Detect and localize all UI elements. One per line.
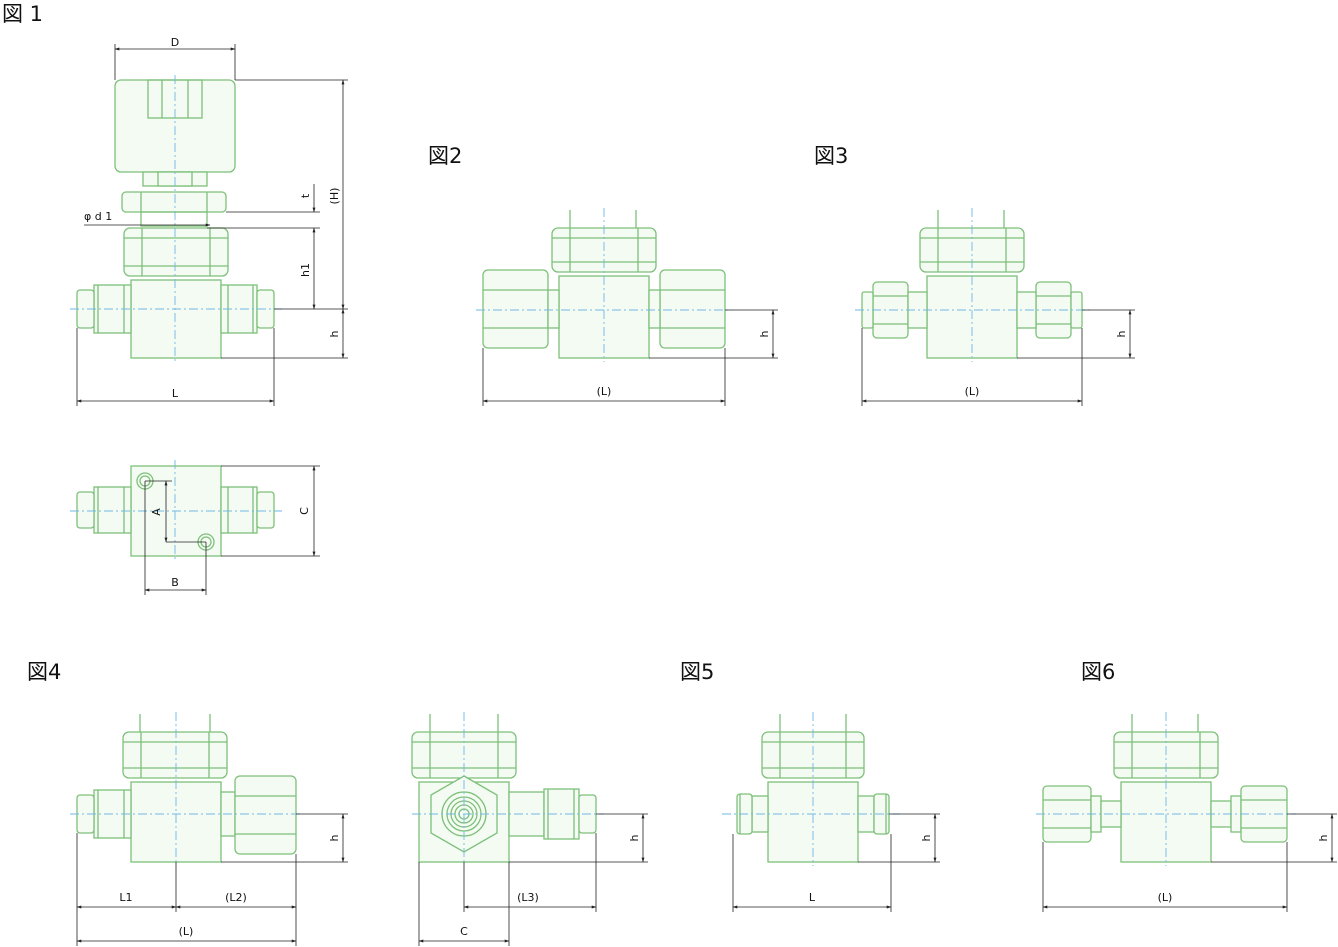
dim-B: B — [171, 576, 179, 589]
figure-2-title: 図2 — [428, 144, 463, 168]
dim-h: h — [328, 330, 341, 337]
fig3-dim-L: (L) — [965, 385, 980, 398]
dim-C: C — [298, 507, 311, 515]
figure-4-title: 図4 — [27, 660, 62, 684]
fig4-dim-L: (L) — [179, 925, 194, 938]
panel-nut — [121, 191, 227, 213]
fig6-dim-h: h — [1317, 834, 1330, 841]
dim-L: L — [172, 387, 179, 400]
fig4-dim-L3: (L3) — [517, 891, 539, 904]
valve-body — [130, 279, 222, 359]
dim-t: t — [299, 193, 312, 198]
fig4-dim-h: h — [328, 834, 341, 841]
fig2-dim-L: (L) — [597, 385, 612, 398]
fig5-dim-L: L — [809, 891, 816, 904]
fig4-side-dim-h: h — [628, 834, 641, 841]
fig4-dim-L1: L1 — [119, 891, 132, 904]
right-female-fitting — [659, 269, 726, 349]
figure-3-title: 図3 — [814, 144, 849, 168]
dim-H: (H) — [328, 188, 341, 205]
figure-1-front-view: D (H) t φ d 1 h1 h L — [70, 36, 348, 406]
figure-3-view: h (L) — [855, 208, 1135, 406]
fig3-dim-h: h — [1115, 330, 1128, 337]
dim-h1: h1 — [299, 263, 312, 277]
figure-6-title: 図6 — [1081, 660, 1116, 684]
figure-1-title: 図 1 — [2, 2, 44, 26]
fig4-dim-C: C — [460, 925, 468, 938]
figure-1-bottom-view: A B C — [70, 460, 320, 595]
figure-5-view: h L — [722, 712, 940, 912]
fig2-dim-h: h — [758, 330, 771, 337]
fig6-dim-L: (L) — [1158, 891, 1173, 904]
figure-4-side-view: h (L3) C — [411, 712, 648, 946]
fig5-dim-h: h — [920, 834, 933, 841]
figure-4-front-view: h L1 (L2) (L) — [70, 712, 348, 946]
dim-D: D — [171, 36, 179, 49]
bonnet-nut — [123, 227, 229, 277]
fig4-dim-L2: (L2) — [225, 891, 247, 904]
dim-A: A — [150, 508, 163, 516]
figure-6-view: h (L) — [1036, 712, 1337, 912]
figure-2-view: h (L) — [476, 208, 778, 406]
dim-phi-d1: φ d 1 — [84, 210, 112, 223]
left-female-fitting — [482, 269, 549, 349]
figure-5-title: 図5 — [680, 660, 715, 684]
